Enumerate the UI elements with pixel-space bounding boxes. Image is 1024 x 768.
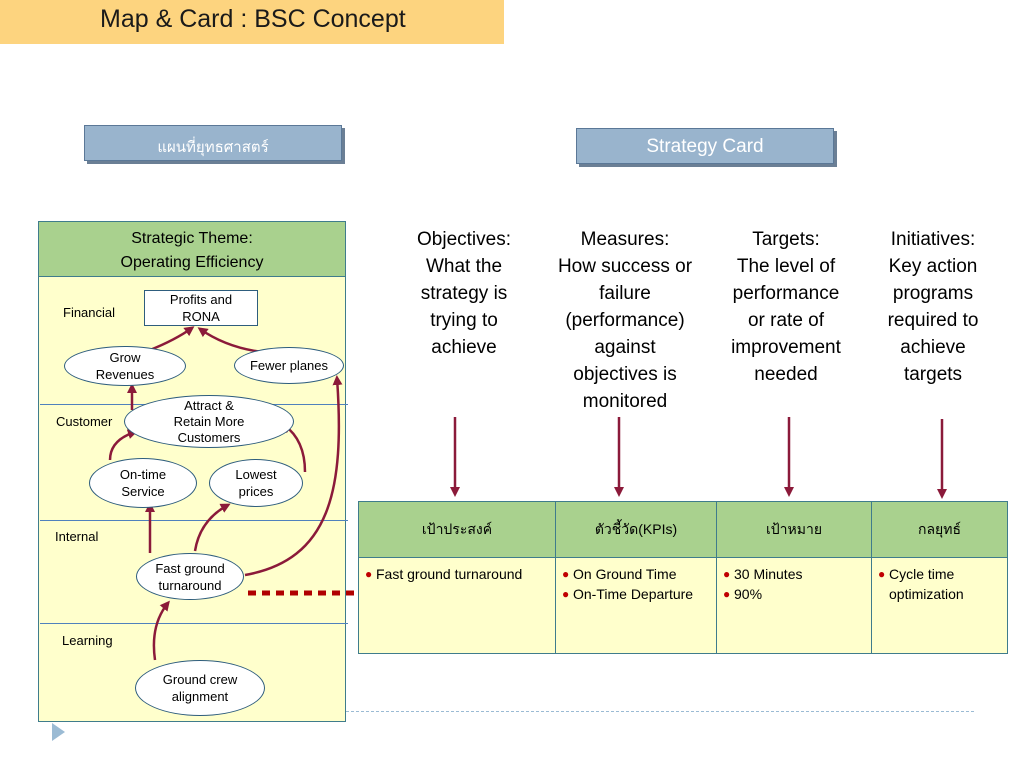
slide-title: Map & Card : BSC Concept: [100, 5, 406, 33]
financial-perspective-label: Financial: [63, 305, 116, 320]
cell-initiatives: ●Cycle time optimization: [871, 557, 1008, 654]
strategy-card-label: Strategy Card: [576, 128, 834, 164]
cell-targets: ●30 Minutes ●90%: [716, 557, 872, 654]
customer-perspective-label: Customer: [56, 414, 113, 429]
bullet-icon: ●: [723, 587, 731, 601]
bullet-icon: ●: [878, 567, 886, 581]
node-on-time-service: On-time Service: [89, 458, 197, 508]
slide-title-bar: Map & Card : BSC Concept: [0, 0, 504, 44]
node-grow-revenues: Grow Revenues: [64, 346, 186, 386]
list-item: ●Cycle time optimization: [878, 566, 964, 602]
targets-heading: Targets: The level of performance or rat…: [731, 229, 841, 385]
perspective-divider: [40, 520, 348, 521]
bullet-icon: ●: [365, 567, 373, 581]
header-objective: เป้าประสงค์: [358, 501, 556, 558]
node-fast-ground-turnaround: Fast ground turnaround: [136, 553, 244, 600]
slide-marker-triangle-icon: [52, 723, 65, 741]
measures-heading: Measures: How success or failure (perfor…: [557, 229, 693, 412]
strategy-card-table: เป้าประสงค์ ตัวชี้วัด(KPIs) เป้าหมาย กลย…: [358, 501, 1008, 654]
list-item: ●On-Time Departure: [562, 586, 694, 602]
list-item: ●Fast ground turnaround: [365, 566, 523, 582]
node-profits-rona: Profits and RONA: [144, 290, 258, 326]
bullet-icon: ●: [562, 567, 570, 581]
perspective-divider: [40, 623, 348, 624]
cell-measures: ●On Ground Time ●On-Time Departure: [555, 557, 717, 654]
node-fewer-planes: Fewer planes: [234, 347, 344, 384]
strategic-theme-name: Operating Efficiency: [120, 254, 264, 271]
strategy-map-label: แผนที่ยุทธศาสตร์: [84, 125, 342, 161]
node-lowest-prices: Lowest prices: [209, 459, 303, 507]
table-row: ●Fast ground turnaround ●On Ground Time …: [358, 557, 1008, 654]
header-targets: เป้าหมาย: [716, 501, 872, 558]
list-item: ●30 Minutes: [723, 566, 803, 582]
list-item: ●On Ground Time: [562, 566, 677, 582]
bullet-icon: ●: [723, 567, 731, 581]
learning-perspective-label: Learning: [62, 633, 113, 648]
internal-perspective-label: Internal: [55, 529, 99, 544]
node-attract-retain: Attract & Retain More Customers: [124, 395, 294, 448]
list-item: ●90%: [723, 586, 763, 602]
header-kpis: ตัวชี้วัด(KPIs): [555, 501, 717, 558]
strategic-theme-header: Strategic Theme: Operating Efficiency: [39, 222, 345, 277]
bullet-icon: ●: [562, 587, 570, 601]
cell-objectives: ●Fast ground turnaround: [358, 557, 556, 654]
footer-divider: [346, 711, 974, 712]
strategic-theme-label: Strategic Theme:: [131, 230, 253, 247]
node-ground-crew-alignment: Ground crew alignment: [135, 660, 265, 716]
initiatives-heading: Initiatives: Key action programs require…: [887, 229, 979, 385]
table-header-row: เป้าประสงค์ ตัวชี้วัด(KPIs) เป้าหมาย กลย…: [358, 501, 1008, 558]
objectives-heading: Objectives: What the strategy is trying …: [417, 229, 511, 358]
header-initiatives: กลยุทธ์: [871, 501, 1008, 558]
